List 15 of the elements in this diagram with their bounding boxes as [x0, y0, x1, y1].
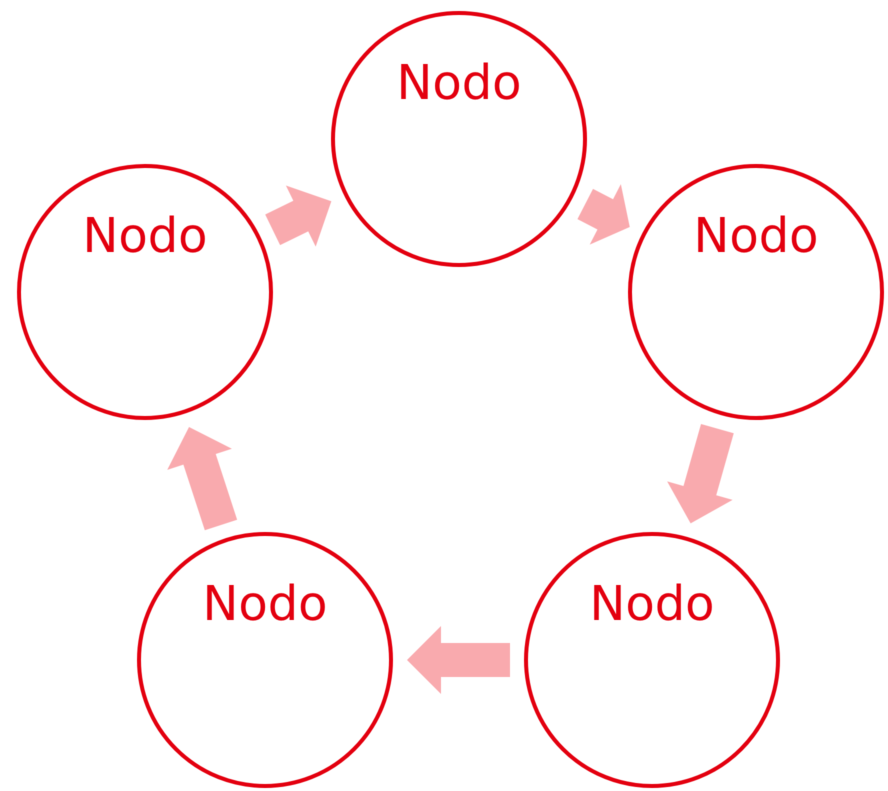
block-arrow	[577, 184, 630, 245]
node-circle	[331, 11, 587, 267]
block-arrow	[667, 424, 734, 524]
node-label: Nodo	[202, 578, 328, 631]
node-circle	[628, 164, 884, 420]
block-arrow	[265, 186, 332, 247]
node-label: Nodo	[396, 57, 522, 110]
block-arrow	[167, 427, 238, 530]
node-label: Nodo	[693, 210, 819, 263]
block-arrow	[407, 626, 510, 694]
node-circle	[137, 532, 393, 788]
node-circle	[524, 532, 780, 788]
node-label: Nodo	[82, 210, 208, 263]
node-label: Nodo	[589, 578, 715, 631]
node-circle	[17, 164, 273, 420]
